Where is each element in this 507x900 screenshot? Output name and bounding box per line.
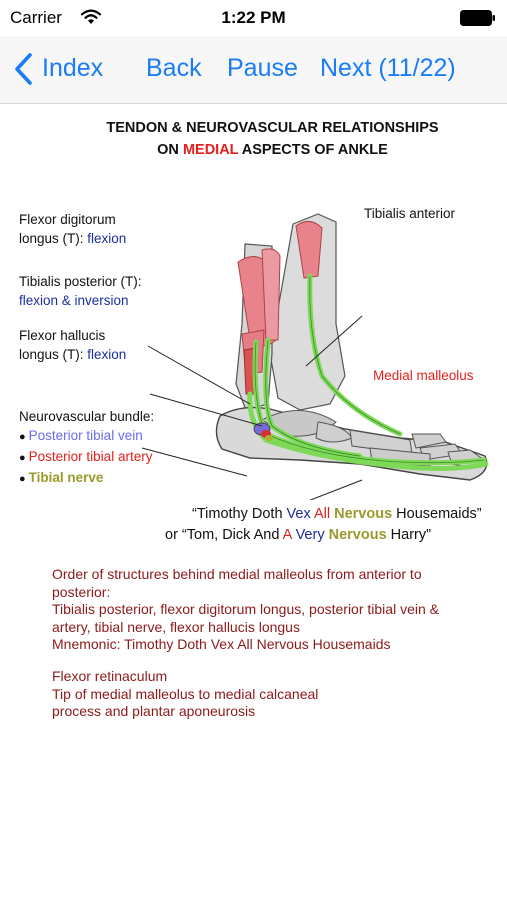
chevron-left-icon[interactable] <box>12 52 36 86</box>
back-button[interactable]: Back <box>146 54 202 82</box>
neurovascular-bundle-label: Neurovascular bundle: ●Posterior tibial … <box>19 409 155 485</box>
ankle-illustration <box>141 213 489 500</box>
fhl-label: Flexor hallucis longus (T): flexion <box>19 328 127 362</box>
tibialis-posterior-label: Tibialis posterior (T): flexion & invers… <box>19 274 142 308</box>
medial-malleolus-label: Medial malleolus <box>373 368 474 383</box>
slide-content: TENDON & NEUROVASCULAR RELATIONSHIPS ON … <box>0 104 507 900</box>
notes-order: Order of structures behind medial malleo… <box>52 566 439 652</box>
wifi-icon <box>80 9 102 24</box>
pause-button[interactable]: Pause <box>227 54 298 82</box>
status-time: 1:22 PM <box>221 8 286 27</box>
navigation-bar: Index Back Pause Next (11/22) <box>0 36 507 104</box>
slide-title-line1: TENDON & NEUROVASCULAR RELATIONSHIPS <box>106 120 439 136</box>
status-bar: Carrier 1:22 PM <box>0 0 507 36</box>
next-button[interactable]: Next (11/22) <box>320 54 456 82</box>
mnemonic-tom: or “Tom, Dick And A Very Nervous Harry” <box>165 527 431 543</box>
fdl-label: Flexor digitorum longus (T): flexion <box>19 212 127 246</box>
carrier-label: Carrier <box>10 8 62 27</box>
notes-retinaculum: Flexor retinaculum Tip of medial malleol… <box>52 668 319 719</box>
tibialis-anterior-label: Tibialis anterior <box>364 206 456 221</box>
index-button[interactable]: Index <box>42 54 104 82</box>
battery-icon <box>460 10 495 26</box>
slide-title-line2: ON MEDIAL ASPECTS OF ANKLE <box>157 142 388 158</box>
mnemonic-timothy: “Timothy Doth Vex All Nervous Housemaids… <box>192 506 482 522</box>
